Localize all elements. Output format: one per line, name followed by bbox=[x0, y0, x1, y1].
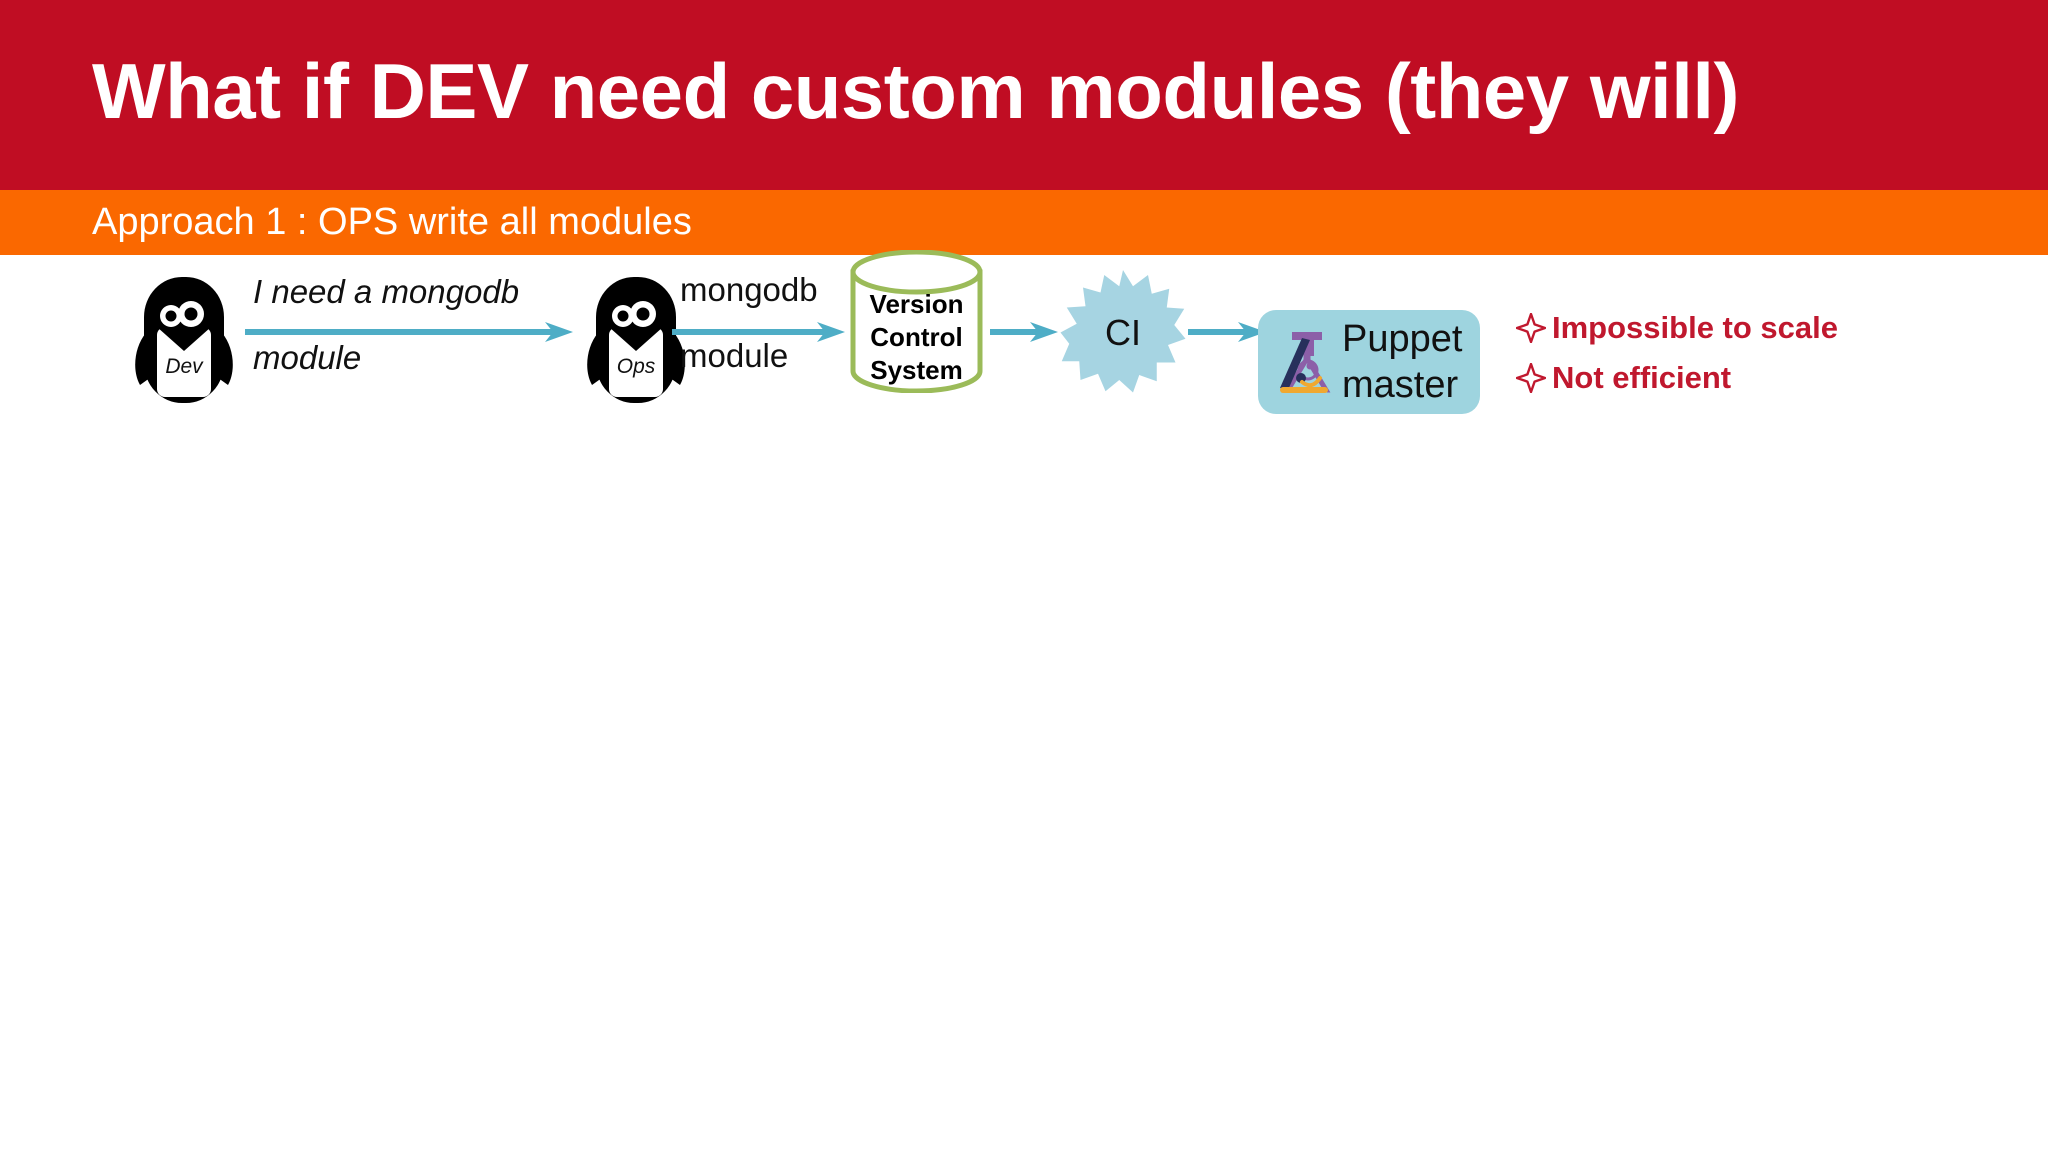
ci-node: CI bbox=[1043, 270, 1203, 395]
four-point-star-icon bbox=[1510, 363, 1552, 393]
bullet-text-not-efficient: Not efficient bbox=[1552, 360, 1732, 395]
subtitle-band: Approach 1 : OPS write all modules bbox=[0, 190, 2048, 255]
puppet-flask-icon bbox=[1268, 326, 1334, 398]
starburst-shape bbox=[1060, 270, 1186, 393]
subtitle-text: Approach 1 : OPS write all modules bbox=[92, 201, 692, 243]
puppet-master-label-line1: Puppet bbox=[1342, 318, 1463, 360]
arrow-ops-to-vcs-caption-line2: module bbox=[680, 337, 789, 374]
version-control-system-node: Version Control System bbox=[849, 250, 984, 393]
list-item: Not efficient bbox=[1510, 353, 1838, 403]
puppet-master-node: Puppet master bbox=[1258, 310, 1480, 414]
arrow-dev-to-ops-caption-line1: I need a mongodb bbox=[253, 273, 520, 310]
arrow-ops-to-vcs-caption-line1: mongodb bbox=[680, 271, 818, 308]
arrow-dev-to-ops-caption-line2: module bbox=[253, 339, 362, 376]
puppet-master-label-line2: master bbox=[1342, 364, 1459, 406]
bullet-text-impossible-to-scale: Impossible to scale bbox=[1552, 310, 1838, 345]
puppet-master-label: Puppet master bbox=[1334, 316, 1480, 408]
penguin-icon bbox=[587, 277, 685, 403]
arrow-vcs-to-ci bbox=[990, 321, 1060, 343]
title-band: What if DEV need custom modules (they wi… bbox=[0, 0, 2048, 190]
dev-penguin-node: Dev bbox=[130, 275, 238, 405]
penguin-icon bbox=[135, 277, 233, 403]
cylinder-shape bbox=[850, 250, 983, 393]
arrow-ops-to-vcs bbox=[672, 321, 847, 343]
arrow-dev-to-ops bbox=[245, 321, 575, 343]
bullet-list: Impossible to scale Not efficient bbox=[1510, 303, 1838, 403]
diagram-canvas: Dev I need a mongodb module Ops mong bbox=[0, 250, 2048, 515]
four-point-star-icon bbox=[1510, 313, 1552, 343]
page-title: What if DEV need custom modules (they wi… bbox=[92, 47, 1740, 135]
list-item: Impossible to scale bbox=[1510, 303, 1838, 353]
arrow-ci-to-puppet bbox=[1188, 321, 1268, 343]
